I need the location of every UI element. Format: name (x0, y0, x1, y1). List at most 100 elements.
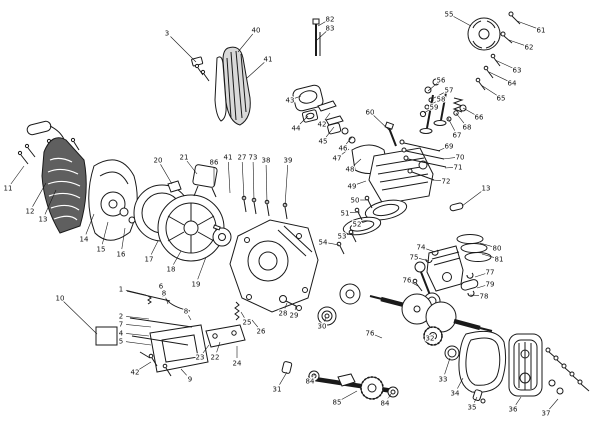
part-number-label: 16 (117, 250, 126, 258)
part-number-label: 79 (486, 280, 495, 288)
leader-line (481, 253, 495, 258)
leader-line (447, 117, 455, 131)
cylinder-head (368, 147, 434, 205)
part-number-label: 57 (445, 86, 454, 94)
leader-line (427, 101, 437, 107)
part-number-label: 73 (249, 153, 258, 161)
part-number-label: 40 (252, 26, 261, 34)
leader-line (317, 21, 326, 27)
spring (234, 301, 240, 321)
part-number-label: 9 (188, 375, 192, 383)
leader-line (488, 71, 508, 82)
leader-line (299, 115, 309, 125)
leader-line (345, 136, 353, 145)
leader-line (63, 301, 98, 335)
head-studs (241, 195, 288, 220)
part-number-label: 13 (39, 215, 48, 223)
part-number-label: 35 (468, 403, 477, 411)
leader-line (353, 158, 362, 166)
part-number-label: 11 (4, 184, 13, 192)
part-number-label: 52 (353, 220, 362, 228)
leader-line (425, 248, 436, 253)
part-number-label: 69 (445, 142, 454, 150)
part-number-label: 13 (482, 184, 491, 192)
leader-line (453, 16, 472, 27)
part-number-label: 41 (224, 153, 233, 161)
leader-line (125, 341, 152, 346)
part-number-label: 41 (264, 55, 273, 63)
leader-line (10, 165, 25, 185)
part-number-label: 48 (346, 165, 355, 173)
part-number-label: 37 (542, 409, 551, 417)
part-number-label: 27 (238, 153, 247, 161)
part-number-label: 51 (341, 209, 350, 217)
camshaft-assembly (307, 370, 399, 400)
part-number-label: 14 (80, 235, 89, 243)
part-number-label: 74 (417, 243, 426, 251)
governor-gear (339, 283, 361, 305)
part-number-label: 72 (442, 177, 451, 185)
leader-line (457, 377, 464, 389)
gasket-studs (336, 195, 373, 255)
part-number-label: 17 (145, 255, 154, 263)
leader-line (316, 31, 327, 41)
part-number-label: 63 (513, 66, 522, 74)
leader-line (237, 33, 254, 53)
part-number-label: 2 (119, 312, 123, 320)
leader-line (125, 333, 150, 337)
part-number-label: 3 (165, 29, 169, 37)
leader-line (461, 190, 483, 207)
part-number-label: 43 (286, 96, 295, 104)
leader-line (186, 160, 198, 175)
part-number-label: 59 (430, 103, 439, 111)
leader-line (150, 240, 159, 255)
part-number-label: 28 (279, 309, 288, 317)
part-number-label: 7 (119, 320, 123, 328)
ignition-coil (192, 164, 218, 198)
leader-line (125, 324, 152, 328)
part-number-label: 71 (454, 163, 463, 171)
leader-line (170, 36, 197, 63)
leader-line (251, 319, 259, 328)
part-number-label: 5 (119, 337, 123, 345)
leader-line (241, 161, 245, 200)
leader-line (284, 164, 288, 207)
leader-line (294, 305, 297, 311)
part-number-label: 32 (426, 334, 435, 342)
crank-gear (423, 326, 443, 346)
leader-line (476, 285, 486, 289)
part-number-label: 25 (243, 318, 252, 326)
part-number-label: 8 (184, 307, 188, 315)
leader-line (494, 59, 513, 69)
crankshaft (369, 293, 493, 333)
starter-cup-cover (467, 17, 501, 51)
leader-line (102, 221, 109, 245)
part-number-label: 50 (351, 196, 360, 204)
mount-bracket (148, 324, 209, 377)
part-number-label: 68 (463, 123, 472, 131)
leader-line (455, 112, 465, 124)
leader-line (473, 396, 478, 403)
part-number-label: 36 (509, 405, 518, 413)
part-number-label: 31 (273, 385, 282, 393)
oil-seal (444, 345, 460, 361)
part-number-label: 47 (333, 154, 342, 162)
leader-line (515, 396, 522, 405)
part-number-label: 76 (403, 276, 412, 284)
part-number-label: 1 (119, 285, 123, 293)
leader-line (240, 311, 245, 318)
gasket-plate-outline (95, 326, 118, 346)
leader-line (374, 334, 383, 339)
muffler-protector (214, 46, 251, 126)
leader-line (361, 220, 369, 223)
piston-pin (460, 272, 479, 297)
head-bolt (384, 121, 397, 147)
leader-line (197, 256, 207, 280)
part-number-label: 12 (26, 207, 35, 215)
leader-line (160, 164, 173, 185)
leader-line (265, 164, 268, 204)
valve-cover (292, 84, 324, 112)
part-number-label: 84 (306, 377, 315, 385)
part-number-label: 54 (319, 238, 328, 246)
leader-line (356, 180, 367, 185)
